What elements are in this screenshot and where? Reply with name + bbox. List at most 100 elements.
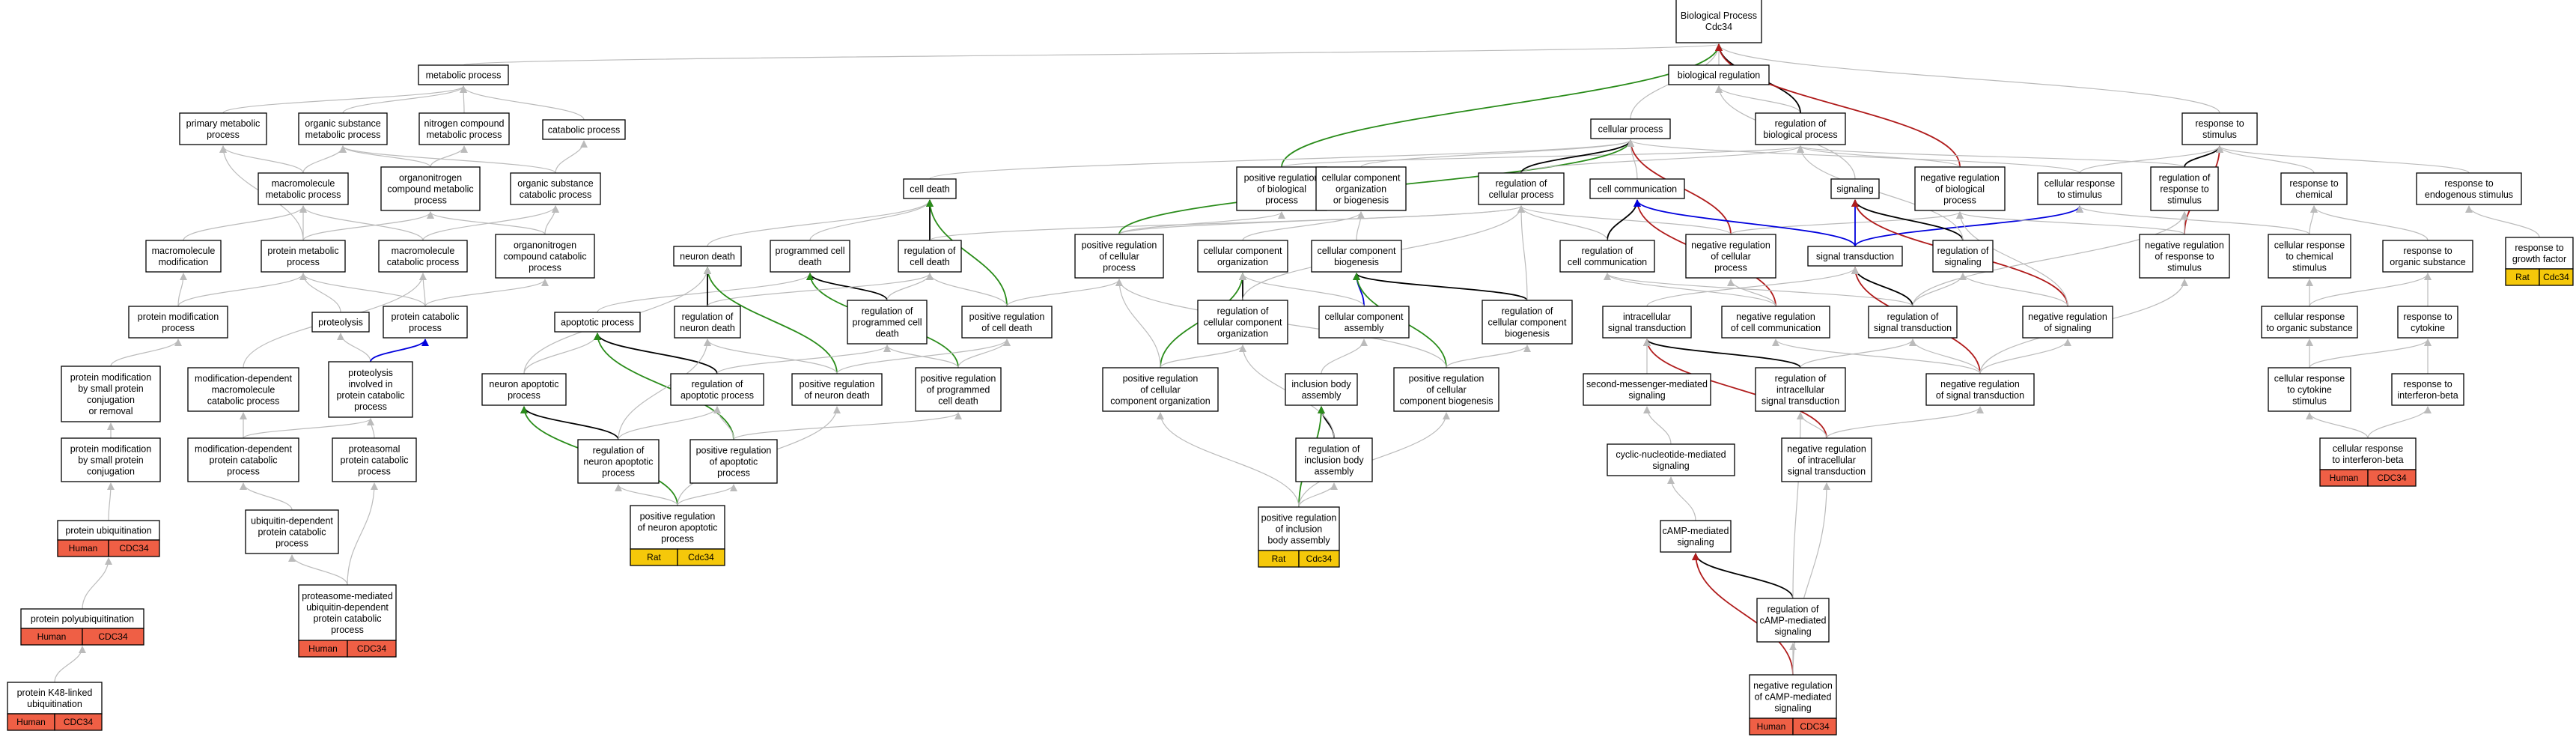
go-term-catabolic-process[interactable]: catabolic process [542, 119, 626, 140]
go-term-biological-regulation[interactable]: biological regulation [1668, 64, 1770, 85]
go-term-label: protein catabolic [313, 613, 381, 624]
go-term-metabolic-process[interactable]: metabolic process [418, 64, 509, 85]
edge-is_a-cellular_response_chemical-to-response_chemical [2309, 205, 2318, 235]
edge-is_a-pos_reg_apoptotic-to-pos_reg_programmed_cell_death [733, 412, 962, 440]
go-term-apoptotic-process[interactable]: apoptotic process [554, 312, 641, 333]
go-term-signal-transduction[interactable]: signal transduction [1807, 246, 1903, 267]
go-term-signaling[interactable]: signaling [1830, 178, 1880, 199]
edge-is_a-protein_mod_conjugation_removal-to-protein_modification [110, 339, 182, 367]
go-term-cellular-process[interactable]: cellular process [1590, 118, 1671, 139]
go-term-modification-dependent-macromolecule-catabolic[interactable]: modification-dependentmacromoleculecatab… [187, 367, 299, 412]
go-term-cell-communication[interactable]: cell communication [1589, 178, 1685, 199]
go-term-proteolysis[interactable]: proteolysis [311, 312, 370, 333]
go-term-neuron-death[interactable]: neuron death [673, 246, 742, 267]
go-term-label: component biogenesis [1399, 396, 1493, 407]
go-term-proteasome-mediated[interactable]: proteasome-mediatedubiquitin-dependentpr… [298, 584, 397, 658]
go-term-cell-death[interactable]: cell death [903, 178, 957, 199]
go-term-label: signaling [1652, 461, 1689, 471]
go-term-label: signal transduction [1762, 396, 1839, 407]
go-term-box [298, 584, 397, 641]
